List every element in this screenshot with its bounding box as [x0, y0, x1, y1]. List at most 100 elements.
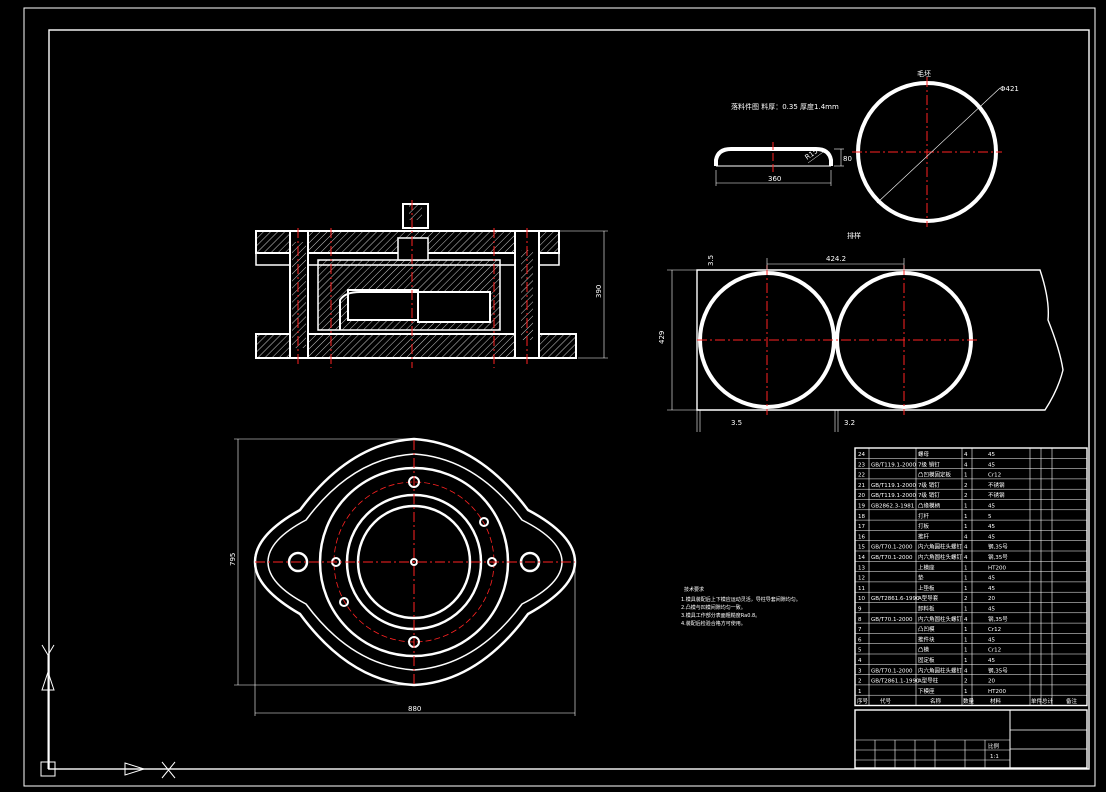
bom-cell: 1 — [964, 689, 968, 695]
bom-cell: 1 — [964, 504, 968, 510]
bom-cell: 10 — [858, 596, 865, 602]
notes-line: 1.模具装配后上下模应运动灵活，导柱导套间隙均匀。 — [681, 596, 801, 603]
bom-cell: 1 — [964, 565, 968, 571]
bom-cell: 22 — [858, 473, 865, 479]
bom-cell: GB/T2861.1-1990 — [871, 679, 920, 685]
section-height-dim: 390 — [595, 285, 603, 298]
bom-cell: 钢,35号 — [988, 543, 1008, 551]
bom-cell: 凸凹模固定板 — [918, 471, 952, 479]
bom-cell: 内六角圆柱头螺钉 — [918, 543, 963, 551]
bom-cell: 9 — [858, 607, 862, 613]
title-scale-value: 1:1 — [990, 754, 999, 760]
bom-cell: 23 — [858, 462, 865, 468]
bom-cell: 上垫板 — [918, 584, 935, 592]
bom-cell: 7级 销钉 — [918, 460, 940, 468]
bom-cell: 14 — [858, 555, 865, 561]
plan-width-dim: 880 — [408, 705, 421, 713]
bom-cell: GB/T119.1-2000 — [871, 483, 916, 489]
bom-cell: 6 — [858, 637, 862, 643]
bom-cell: 螺母 — [918, 450, 930, 458]
bom-cell: 4 — [964, 668, 968, 674]
bom-cell: 45 — [988, 576, 995, 582]
bom-cell: 45 — [988, 586, 995, 592]
notes-line: 3.模具工作部分表面粗糙度Ra0.8。 — [681, 612, 760, 619]
layout-margin-bottom-dim: 3.2 — [844, 419, 855, 427]
bom-cell: 45 — [988, 462, 995, 468]
circle-dia-dim: Φ421 — [1000, 85, 1019, 93]
bom-cell: 2 — [964, 493, 968, 499]
bom-cell: 1 — [964, 576, 968, 582]
bom-cell: 17 — [858, 524, 865, 530]
bom-cell: 16 — [858, 534, 865, 540]
bom-cell: 21 — [858, 483, 865, 489]
bom-cell: 1 — [964, 524, 968, 530]
bom-cell: 45 — [988, 658, 995, 664]
bom-header-cell: 序号 — [857, 697, 869, 705]
bom-cell: 钢,35号 — [988, 553, 1008, 561]
bom-cell: 4 — [964, 555, 968, 561]
bom-cell: 2 — [964, 596, 968, 602]
bom-cell: 1 — [964, 648, 968, 654]
die-plan-view: 795 880 — [229, 437, 577, 716]
bom-cell: 12 — [858, 576, 865, 582]
bom-cell: 打杆 — [918, 512, 930, 520]
bom-cell: 1 — [964, 514, 968, 520]
bom-cell: 20 — [858, 493, 865, 499]
bom-cell: 45 — [988, 504, 995, 510]
bom-cell: GB/T119.1-2000 — [871, 462, 916, 468]
die-section-view: 390 — [255, 200, 608, 368]
bom-cell: 3 — [858, 668, 862, 674]
bom-cell: GB/T70.1-2000 — [871, 555, 913, 561]
bom-cell: GB/T119.1-2000 — [871, 493, 916, 499]
bom-header-cell: 备注 — [1066, 697, 1078, 705]
bom-cell: 13 — [858, 565, 865, 571]
bom-cell: GB2862.3-1981 — [871, 504, 914, 510]
bom-header-cell: 单件 — [1031, 697, 1043, 705]
bom-cell: 内六角圆柱头螺钉 — [918, 615, 963, 623]
ucs-icon — [40, 644, 176, 779]
bom-cell: 1 — [964, 658, 968, 664]
bom-cell: 内六角圆柱头螺钉 — [918, 553, 963, 561]
layout-margin-top-dim: 3.5 — [707, 255, 715, 266]
bom-cell: 1 — [964, 607, 968, 613]
bom-cell: A型导套 — [918, 594, 939, 602]
bom-cell: Cr12 — [988, 648, 1001, 654]
bom-cell: 不锈钢 — [988, 481, 1005, 489]
bom-cell: 卸料板 — [918, 605, 935, 613]
bom-cell: 2 — [964, 483, 968, 489]
notes-line: 4.装配后检验合格方可使用。 — [681, 620, 746, 627]
bom-cell: 1 — [964, 586, 968, 592]
blank-circle-view: 毛坯 Φ421 — [852, 69, 1019, 227]
drawing-frame — [23, 7, 1096, 787]
strip-layout-view: 排样 424.2 429 3.5 3.5 3.2 — [658, 231, 1064, 432]
bom-cell: 下模座 — [918, 687, 935, 695]
title-scale-label: 比例 — [988, 742, 1000, 750]
bom-cell: 2 — [964, 679, 968, 685]
layout-pitch-dim: 424.2 — [826, 255, 846, 263]
bom-cell: 45 — [988, 452, 995, 458]
bom-header-cell: 数量 — [963, 697, 975, 705]
plan-height-dim: 795 — [229, 553, 237, 566]
circle-view-label: 毛坯 — [917, 69, 931, 78]
bom-cell: 15 — [858, 545, 865, 551]
bom-cell: 1 — [964, 637, 968, 643]
bom-cell: GB/T70.1-2000 — [871, 617, 913, 623]
bom-cell: 上模座 — [918, 563, 935, 571]
bom-cell: 7级 销钉 — [918, 481, 940, 489]
blank-length-dim: 360 — [768, 175, 781, 183]
bom-cell: Cr12 — [988, 627, 1001, 633]
bom-cell: 1 — [858, 689, 862, 695]
bom-cell: HT200 — [988, 565, 1006, 571]
bom-cell: 11 — [858, 586, 865, 592]
bom-cell: A型导柱 — [918, 677, 939, 685]
bom-header-cell: 名称 — [930, 697, 942, 705]
bom-cell: HT200 — [988, 689, 1006, 695]
bom-cell: 固定板 — [918, 656, 935, 664]
bom-cell: 2 — [858, 679, 862, 685]
strip-layout-label: 排样 — [847, 231, 861, 240]
bom-cell: 4 — [964, 617, 968, 623]
bom-cell: GB/T70.1-2000 — [871, 668, 913, 674]
bom-cell: 7级 销钉 — [918, 491, 940, 499]
title-block — [854, 709, 1088, 769]
